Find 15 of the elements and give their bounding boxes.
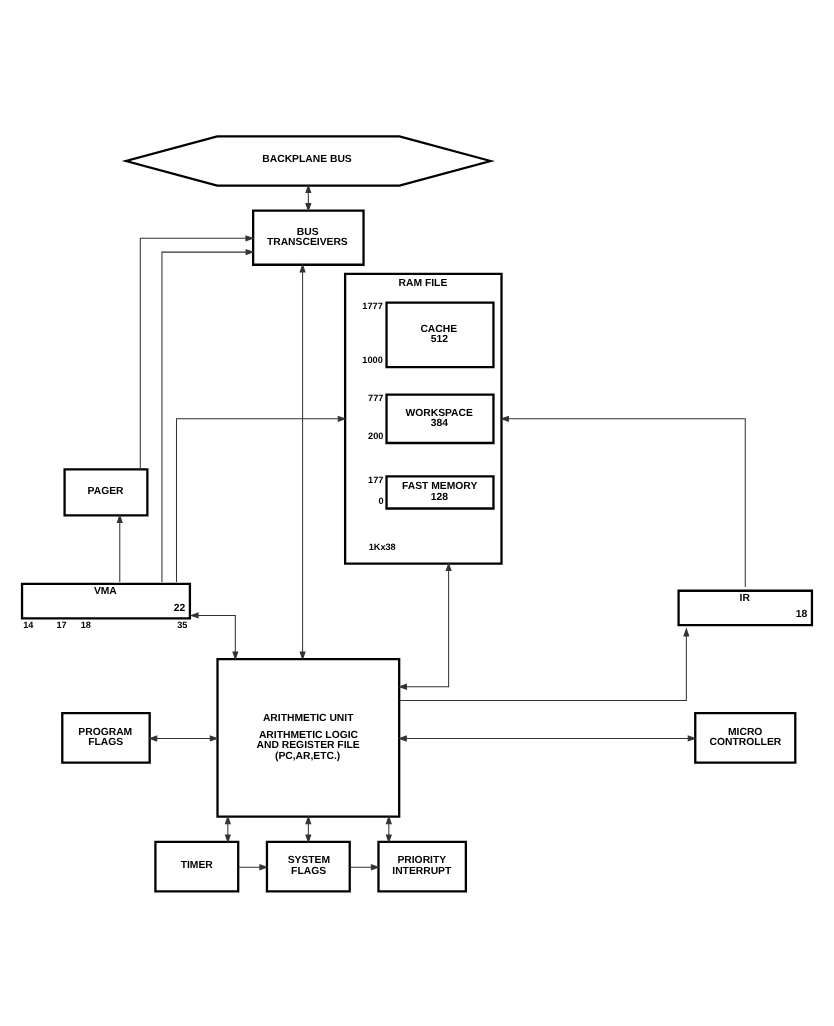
arrow <box>299 262 306 660</box>
arrow <box>237 863 269 870</box>
arrow <box>499 414 746 587</box>
arrow <box>176 414 347 582</box>
arrow <box>116 512 123 582</box>
arrow <box>349 863 380 870</box>
arrow <box>398 561 452 689</box>
arrow <box>224 814 231 843</box>
arrow <box>148 734 219 741</box>
arrow <box>189 611 239 660</box>
arrow <box>161 247 255 582</box>
arrow <box>139 234 255 469</box>
arrow <box>398 626 690 701</box>
arrow <box>397 734 697 741</box>
arrow <box>305 183 312 211</box>
